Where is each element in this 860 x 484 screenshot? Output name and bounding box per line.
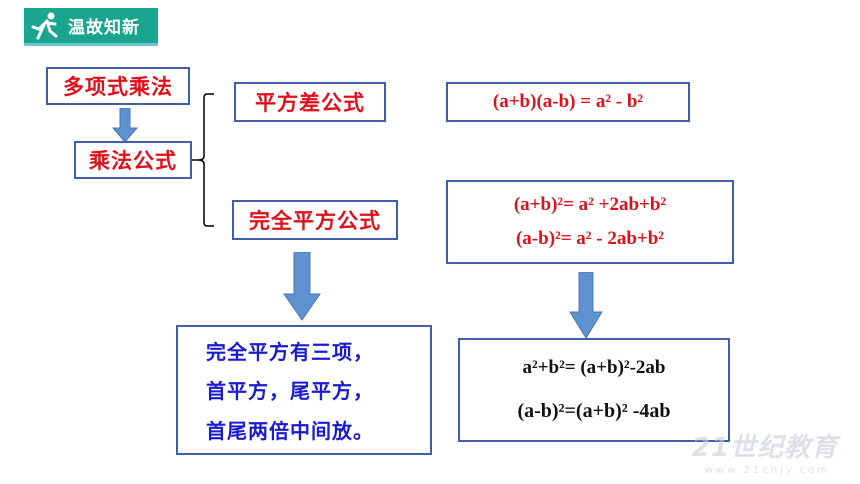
down-arrow-icon (111, 108, 139, 143)
mnemonic-line-1: 完全平方有三项， (206, 340, 374, 365)
runner-icon (31, 12, 58, 40)
perfect-square-box: 完全平方公式 (232, 200, 398, 240)
header-title: 温故知新 (68, 18, 140, 38)
mnemonic-line-3: 首尾两倍中间放。 (206, 418, 374, 443)
perfect-square-label: 完全平方公式 (249, 209, 381, 233)
difference-of-squares-formula: (a+b)(a-b) = a² - b² (492, 91, 644, 112)
difference-of-squares-formula-box: (a+b)(a-b) = a² - b² (446, 82, 690, 122)
perfect-square-formula-box: (a+b)²= a² +2ab+b² (a-b)²= a² - 2ab+b² (446, 180, 734, 264)
brace-connector (192, 93, 214, 227)
down-arrow-icon (569, 272, 603, 339)
difference-of-squares-box: 平方差公式 (234, 82, 386, 122)
mnemonic-line-2: 首平方，尾平方， (206, 379, 374, 404)
perfect-square-plus-formula: (a+b)²= a² +2ab+b² (513, 194, 667, 215)
poly-multiplication-box: 多项式乘法 (46, 67, 190, 105)
multiplication-formula-box: 乘法公式 (74, 141, 192, 179)
sum-of-squares-formula: a²+b²= (a+b)²-2ab (522, 356, 666, 378)
mnemonic-box: 完全平方有三项， 首平方，尾平方， 首尾两倍中间放。 (176, 325, 432, 455)
derived-formula-box: a²+b²= (a+b)²-2ab (a-b)²=(a+b)² -4ab (458, 338, 730, 442)
watermark-brand: 21世纪教育 (691, 433, 838, 463)
poly-multiplication-label: 多项式乘法 (63, 75, 173, 99)
difference-of-squares-label: 平方差公式 (255, 91, 365, 115)
perfect-square-minus-formula: (a-b)²= a² - 2ab+b² (515, 228, 664, 249)
minus-square-relation-formula: (a-b)²=(a+b)² -4ab (517, 400, 671, 423)
watermark-url: www.21cnjy.com (704, 465, 830, 476)
down-arrow-icon (283, 252, 321, 321)
multiplication-formula-label: 乘法公式 (89, 149, 177, 173)
section-header: 温故知新 (24, 8, 158, 46)
